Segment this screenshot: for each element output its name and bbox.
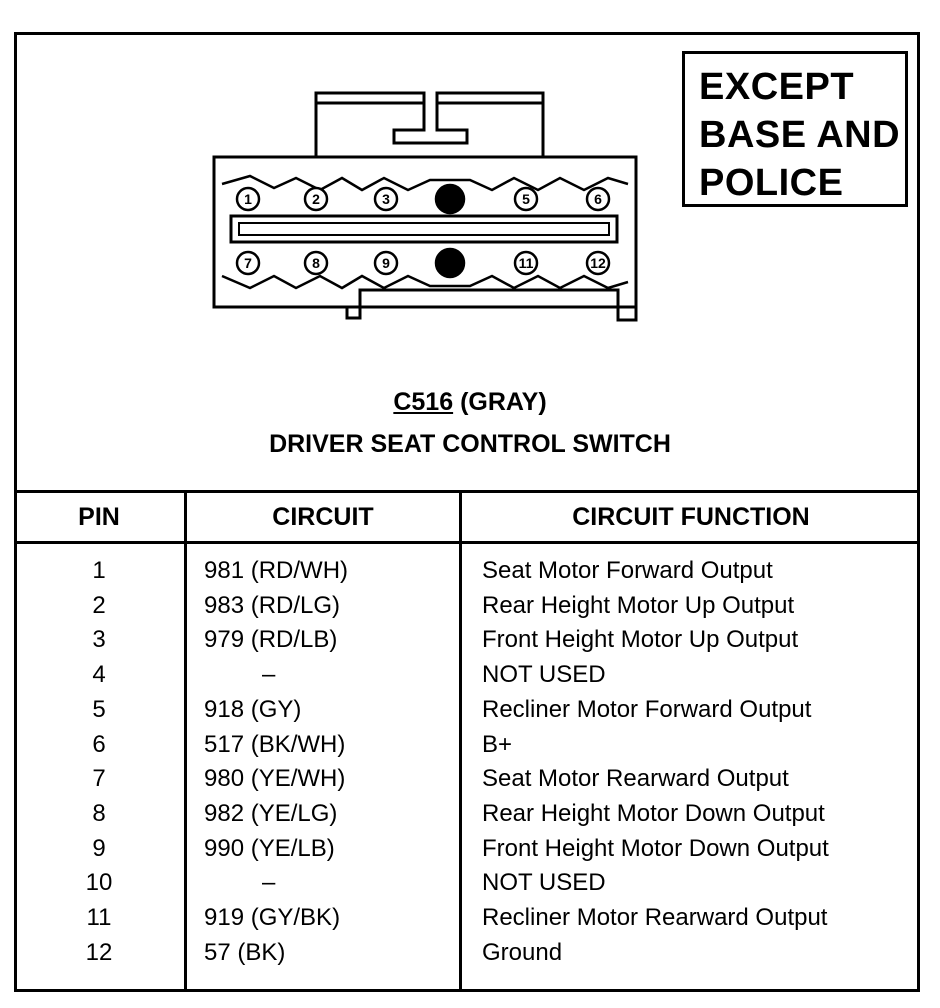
table-row: 3 979 (RD/LB) Front Height Motor Up Output xyxy=(14,626,920,661)
pin-cavity-label: 6 xyxy=(594,191,602,207)
pin-number: 5 xyxy=(92,695,106,723)
pin-cavity xyxy=(513,186,539,212)
pin-number: 6 xyxy=(92,730,106,758)
pin-number: 11 xyxy=(86,904,112,931)
pin-number: 3 xyxy=(92,626,106,654)
unused-pin-cavity xyxy=(434,183,466,215)
pin-cavity-label: 2 xyxy=(312,191,320,207)
circuit-id: 979 (RD/LB) xyxy=(204,626,338,654)
table-row: 1 981 (RD/WH) Seat Motor Forward Output xyxy=(14,557,920,592)
connector-latch xyxy=(314,91,545,157)
circuit-function: Front Height Motor Down Output xyxy=(482,834,829,862)
table-column-divider xyxy=(184,490,187,990)
pin-cavity xyxy=(373,250,399,276)
pin-cavity-label: 9 xyxy=(382,255,390,271)
connector-color: (GRAY) xyxy=(460,388,547,416)
table-row: 4 – NOT USED xyxy=(14,661,920,696)
pin-column-header: PIN xyxy=(78,503,120,531)
circuit-function: B+ xyxy=(482,730,513,758)
function-column-header: CIRCUIT FUNCTION xyxy=(572,503,810,531)
badge-line-1: EXCEPT xyxy=(699,66,855,108)
connector-caption: C516 (GRAY) xyxy=(0,388,940,417)
pin-cavity xyxy=(235,186,261,212)
circuit-id: 918 (GY) xyxy=(204,695,302,723)
circuit-function: Front Height Motor Up Output xyxy=(482,626,799,654)
pin-number: 4 xyxy=(92,661,106,689)
circuit-id: 981 (RD/WH) xyxy=(204,557,349,584)
diagram-frame xyxy=(14,32,920,992)
circuit-function: Rear Height Motor Up Output xyxy=(482,591,795,619)
except-base-police-badge: EXCEPT BASE AND POLICE xyxy=(682,51,908,207)
pin-number: 12 xyxy=(85,938,113,966)
pin-cavity xyxy=(585,250,611,276)
pin-number: 8 xyxy=(92,799,106,827)
badge-line-2: BASE AND xyxy=(699,114,901,156)
circuit-id: 57 (BK) xyxy=(204,938,286,966)
pin-number: 2 xyxy=(92,591,106,619)
pin-cavity-label: 5 xyxy=(522,191,530,207)
pin-number: 1 xyxy=(92,557,106,584)
table-row: 6 517 (BK/WH) B+ xyxy=(14,731,920,766)
circuit-function: Recliner Motor Forward Output xyxy=(482,695,812,723)
pin-cavity xyxy=(373,186,399,212)
pin-cavity-label: 8 xyxy=(312,255,320,271)
circuit-id: 983 (RD/LG) xyxy=(204,591,341,619)
circuit-id: – xyxy=(262,869,276,897)
circuit-id: 919 (GY/BK) xyxy=(204,904,341,931)
pin-cavity xyxy=(303,250,329,276)
circuit-id: 517 (BK/WH) xyxy=(204,730,346,758)
circuit-function: Ground xyxy=(482,938,563,966)
circuit-function: Rear Height Motor Down Output xyxy=(482,799,825,827)
circuit-function: Seat Motor Rearward Output xyxy=(482,765,789,793)
table-row: 11 919 (GY/BK) Recliner Motor Rearward Out… xyxy=(14,904,920,939)
table-row: 8 982 (YE/LG) Rear Height Motor Down Outpu… xyxy=(14,800,920,835)
pin-cavity xyxy=(513,250,539,276)
circuit-function: Recliner Motor Rearward Output xyxy=(482,904,828,931)
pin-number: 7 xyxy=(92,765,106,793)
table-header-rule xyxy=(14,541,920,544)
pin-cavity-label: 7 xyxy=(244,255,252,271)
pin-cavity-label: 3 xyxy=(382,191,390,207)
pin-cavity xyxy=(585,186,611,212)
table-row: 2 983 (RD/LG) Rear Height Motor Up Output xyxy=(14,592,920,627)
connector-name: DRIVER SEAT CONTROL SWITCH xyxy=(269,430,671,458)
pin-cavity-label: 11 xyxy=(519,255,534,271)
circuit-id: 980 (YE/WH) xyxy=(204,765,346,793)
circuit-function: NOT USED xyxy=(482,869,606,897)
unused-pin-cavity xyxy=(434,247,466,279)
table-top-rule xyxy=(14,490,920,493)
circuit-id: – xyxy=(262,661,276,689)
pin-number: 9 xyxy=(92,834,106,862)
circuit-column-header: CIRCUIT xyxy=(272,503,374,531)
table-column-divider xyxy=(459,490,462,990)
pin-cavity-label: 12 xyxy=(590,255,606,271)
connector-code: C516 xyxy=(393,388,454,416)
pin-number: 10 xyxy=(85,869,113,897)
table-row: 7 980 (YE/WH) Seat Motor Rearward Output xyxy=(14,765,920,800)
circuit-id: 990 (YE/LB) xyxy=(204,834,335,862)
table-row: 5 918 (GY) Recliner Motor Forward Output xyxy=(14,696,920,731)
table-row: 10 – NOT USED xyxy=(14,869,920,904)
connector-body xyxy=(212,155,638,322)
circuit-function: NOT USED xyxy=(482,661,606,689)
pin-cavity-label: 1 xyxy=(244,191,252,207)
pin-cavity xyxy=(235,250,261,276)
badge-line-3: POLICE xyxy=(699,162,844,204)
table-row: 9 990 (YE/LB) Front Height Motor Down Outp… xyxy=(14,835,920,870)
circuit-id: 982 (YE/LG) xyxy=(204,799,338,827)
table-row: 12 57 (BK) Ground xyxy=(14,939,920,974)
circuit-function: Seat Motor Forward Output xyxy=(482,557,773,584)
pin-cavity xyxy=(303,186,329,212)
